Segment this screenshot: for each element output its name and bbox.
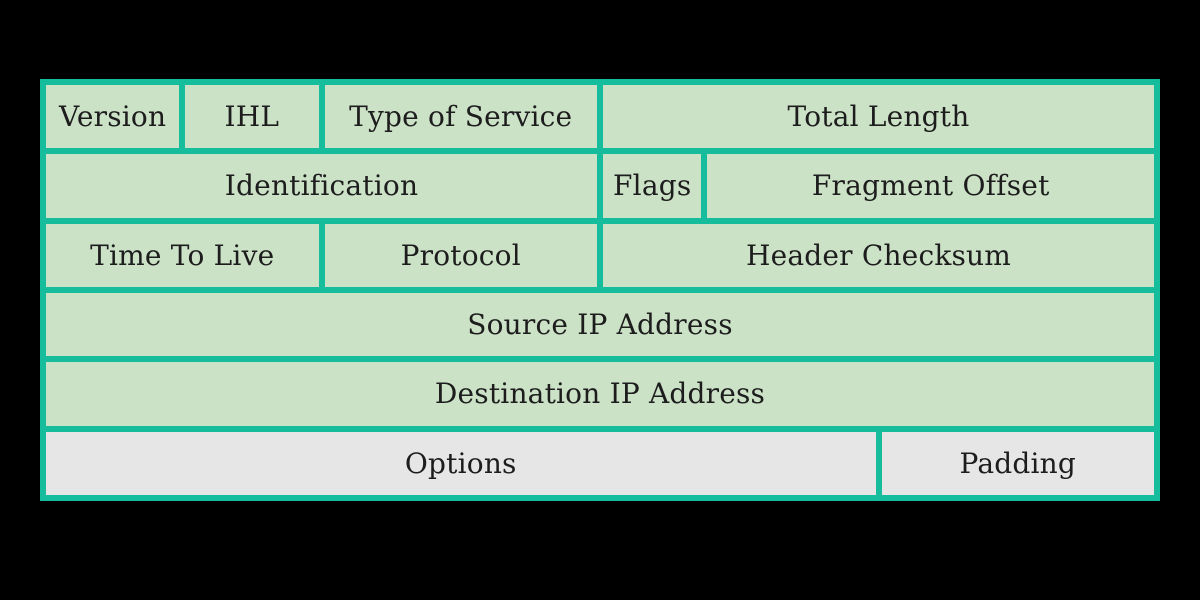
field-protocol: Protocol xyxy=(324,223,597,287)
field-header-checksum: Header Checksum xyxy=(603,223,1154,287)
field-padding: Padding xyxy=(881,431,1154,495)
field-options: Options xyxy=(46,431,876,495)
field-fragment-offset: Fragment Offset xyxy=(707,154,1154,218)
field-destination-ip-address: Destination IP Address xyxy=(46,362,1154,426)
field-time-to-live: Time To Live xyxy=(46,223,319,287)
field-ihl: IHL xyxy=(185,85,319,149)
field-type-of-service: Type of Service xyxy=(324,85,597,149)
field-total-length: Total Length xyxy=(603,85,1154,149)
field-flags: Flags xyxy=(603,154,702,218)
ipv4-header-table: Version IHL Type of Service Total Length… xyxy=(40,79,1160,501)
field-source-ip-address: Source IP Address xyxy=(46,292,1154,357)
field-identification: Identification xyxy=(46,154,597,218)
field-version: Version xyxy=(46,85,180,149)
